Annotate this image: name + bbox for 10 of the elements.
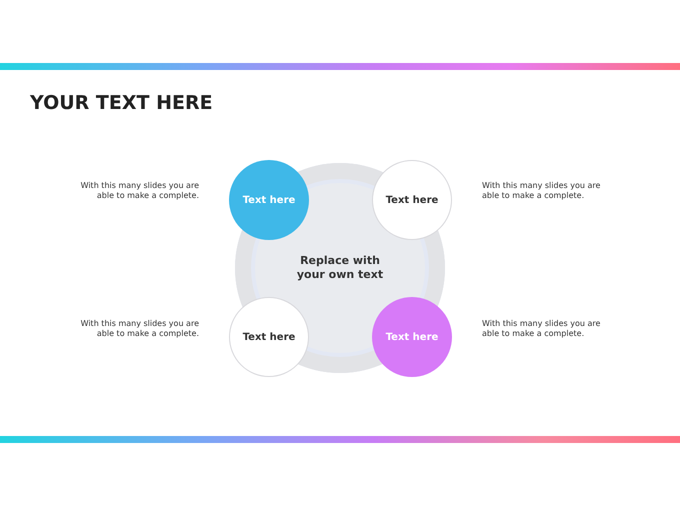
description-text: With this many slides you are able to make a complete. [482,319,602,339]
circle-label: Text here [386,332,438,342]
description-text: With this many slides you are able to make a complete. [482,181,602,201]
circle-label: Text here [386,194,438,206]
center-text: Replace with your own text [296,254,384,282]
circle-label: Text here [242,194,296,206]
circle-label: Text here [242,332,296,342]
slide-title: YOUR TEXT HERE [30,92,213,114]
description-text: With this many slides you are able to make a complete. [80,319,199,339]
description-text: With this many slides you are able to make a complete. [80,181,199,201]
